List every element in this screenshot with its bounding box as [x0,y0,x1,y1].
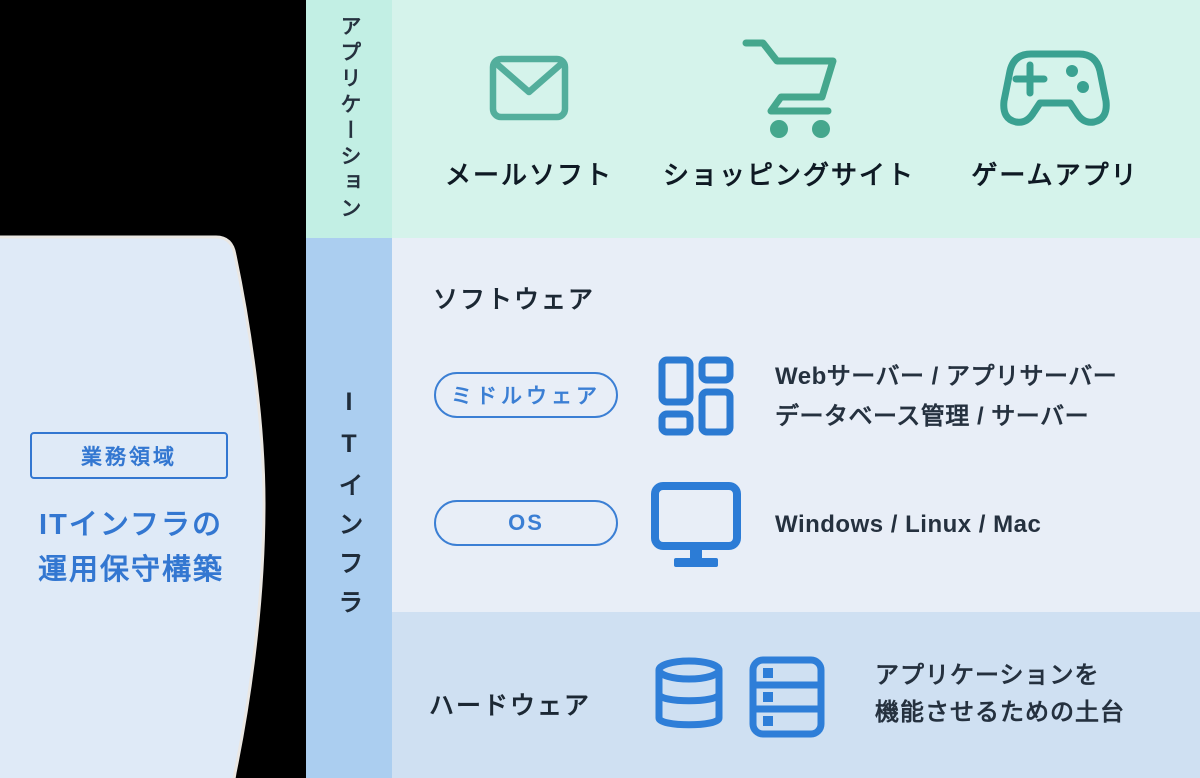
application-item-mail: メールソフト [429,36,629,192]
software-section-background [392,238,1200,612]
middleware-dashboard-icon [656,355,736,442]
hardware-description: アプリケーションを 機能させるための土台 [875,657,1125,731]
middleware-description-line2: データベース管理 / サーバー [775,403,1090,430]
middleware-pill: ミドルウェア [434,372,618,418]
business-domain-badge: 業務領域 [30,432,228,479]
application-item-game: ゲームアプリ [950,36,1160,192]
database-icon [651,657,727,738]
hardware-description-line1: アプリケーションを [875,662,1100,689]
axis-application-label: アプリケーション [338,15,361,223]
axis-infra-label: ITインフラ [335,388,363,628]
mail-icon [489,36,569,140]
axis-application: アプリケーション [306,0,392,238]
hardware-section-background [392,612,1200,778]
shopping-cart-icon [740,36,838,140]
business-domain-title: ITインフラの 運用保守構築 [0,503,262,593]
application-item-game-label: ゲームアプリ [971,160,1139,190]
application-item-shopping-label: ショッピングサイト [662,160,915,190]
hardware-heading: ハードウェア [429,692,592,720]
application-item-shopping: ショッピングサイト [654,36,924,192]
monitor-icon [650,481,742,574]
software-heading: ソフトウェア [433,286,596,314]
hardware-description-line2: 機能させるための土台 [875,699,1125,726]
os-pill: OS [434,500,618,546]
os-description: Windows / Linux / Mac [775,511,1042,538]
business-domain-bubble [0,235,266,778]
gamepad-icon [999,36,1111,140]
business-domain-title-line1: ITインフラの [39,509,223,541]
middleware-description: Webサーバー / アプリサーバー データベース管理 / サーバー [775,357,1117,437]
server-icon [749,655,825,744]
axis-infra: ITインフラ [306,238,392,778]
middleware-description-line1: Webサーバー / アプリサーバー [775,363,1118,390]
application-item-mail-label: メールソフト [444,160,613,190]
business-domain-title-line2: 運用保守構築 [37,554,224,586]
